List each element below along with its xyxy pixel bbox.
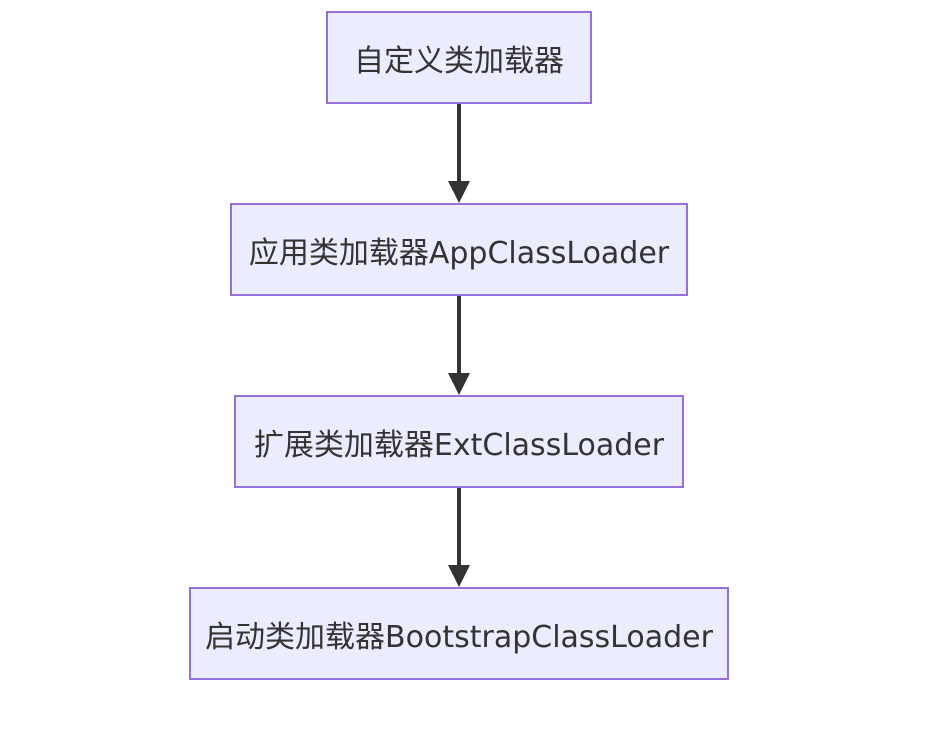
edge-app-to-ext (457, 296, 461, 374)
edge-ext-to-bootstrap (457, 488, 461, 566)
node-app-classloader: 应用类加载器AppClassLoader (230, 203, 688, 296)
node-label: 扩展类加载器ExtClassLoader (253, 427, 665, 463)
node-custom-classloader: 自定义类加载器 (326, 11, 592, 104)
node-label: 自定义类加载器 (354, 43, 564, 79)
arrowhead-icon (448, 565, 470, 587)
edge-custom-to-app (457, 104, 461, 182)
node-label: 启动类加载器BootstrapClassLoader (205, 619, 713, 655)
arrowhead-icon (448, 373, 470, 395)
node-bootstrap-classloader: 启动类加载器BootstrapClassLoader (189, 587, 729, 680)
node-ext-classloader: 扩展类加载器ExtClassLoader (234, 395, 684, 488)
node-label: 应用类加载器AppClassLoader (248, 235, 670, 271)
arrowhead-icon (448, 181, 470, 203)
